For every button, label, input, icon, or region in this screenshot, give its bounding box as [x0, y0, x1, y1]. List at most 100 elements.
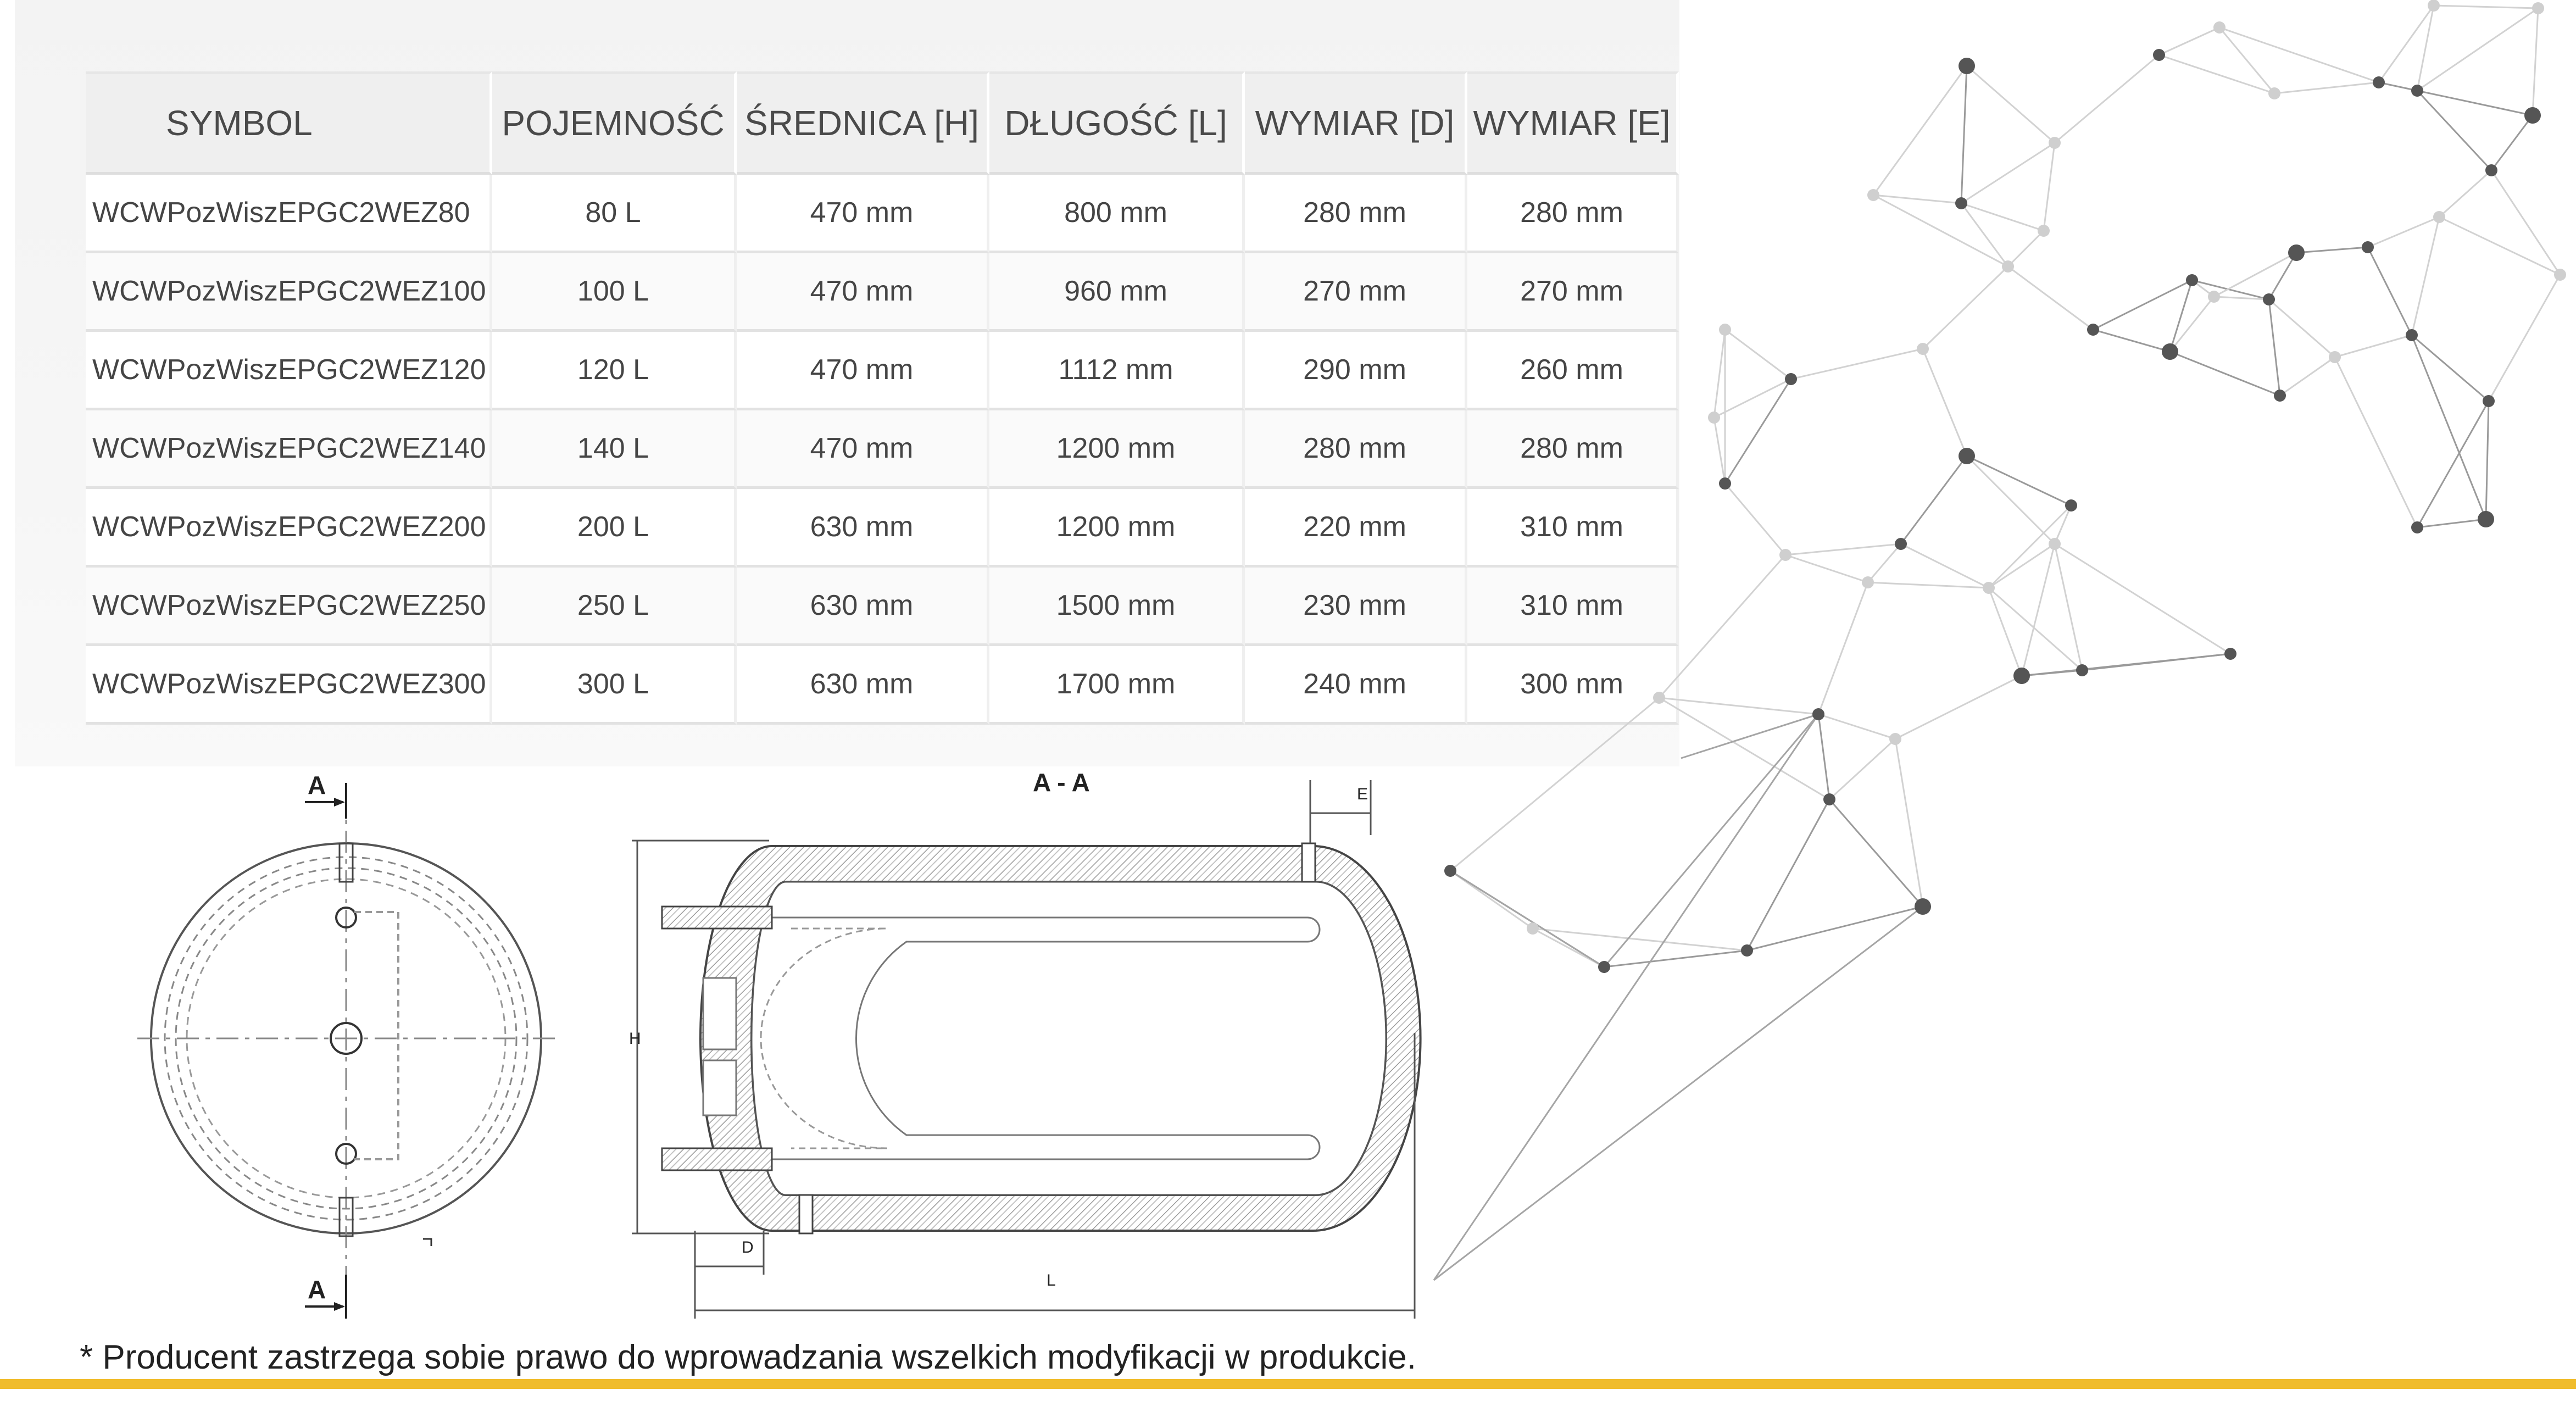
network-link — [2490, 115, 2534, 171]
network-link — [1872, 65, 1968, 196]
network-node — [2478, 511, 2494, 527]
network-node — [1598, 961, 1610, 973]
network-node — [2411, 521, 2423, 533]
cell-length: 800 mm — [989, 175, 1245, 253]
network-link — [2274, 81, 2379, 94]
network-link — [2213, 296, 2269, 301]
network-link — [2334, 334, 2412, 358]
network-link — [1658, 554, 1787, 698]
network-node — [2186, 274, 2198, 286]
network-link — [1988, 587, 2083, 671]
network-node — [2049, 538, 2061, 550]
network-link — [2433, 4, 2539, 9]
network-link — [2007, 265, 2094, 331]
network-link — [2043, 142, 2056, 231]
network-link — [2411, 334, 2489, 402]
network-link — [1966, 455, 2072, 507]
network-link — [2411, 216, 2440, 336]
network-link — [2158, 54, 2275, 94]
section-label-top: A — [308, 771, 326, 799]
network-node — [2373, 76, 2385, 88]
network-node — [1983, 582, 1995, 594]
network-link — [2417, 518, 2486, 529]
dimension-label-h: H — [629, 1030, 641, 1048]
network-node — [2076, 664, 2088, 676]
network-link — [2416, 90, 2492, 171]
network-node — [1959, 58, 1975, 74]
dimension-lines — [632, 780, 1416, 1319]
network-link — [2218, 27, 2275, 94]
network-link — [2169, 351, 2280, 397]
network-link — [2378, 5, 2435, 83]
network-link — [1988, 587, 2023, 676]
network-node — [2428, 0, 2440, 12]
network-node — [1959, 448, 1975, 464]
network-link — [1532, 927, 1605, 968]
network-link — [2485, 401, 2490, 520]
cell-capacity: 120 L — [492, 332, 737, 410]
cell-dimension-e: 280 mm — [1467, 175, 1679, 253]
cell-length: 1200 mm — [989, 489, 1245, 568]
network-link — [1817, 714, 1831, 800]
network-link — [2532, 8, 2539, 116]
cell-capacity: 100 L — [492, 253, 737, 332]
cell-diameter: 630 mm — [737, 646, 989, 725]
network-link — [1960, 65, 1968, 204]
network-link — [2488, 274, 2561, 402]
network-node — [1812, 708, 1824, 720]
cell-diameter: 630 mm — [737, 568, 989, 646]
cell-dimension-e: 310 mm — [1467, 568, 1679, 646]
network-link — [1450, 697, 1660, 872]
network-link — [1746, 799, 1831, 951]
cell-dimension-e: 300 mm — [1467, 646, 1679, 725]
network-link — [1922, 265, 2009, 350]
network-node — [2049, 137, 2061, 149]
network-link — [1817, 582, 1869, 715]
network-link — [1713, 329, 1726, 418]
network-node — [1719, 324, 1731, 336]
cell-symbol: WCWPozWiszEPGC2WEZ200 — [86, 489, 492, 568]
network-link — [2417, 90, 2533, 116]
network-link — [2054, 543, 2083, 671]
network-link — [1961, 142, 2055, 204]
cell-diameter: 470 mm — [737, 175, 989, 253]
cell-capacity: 80 L — [492, 175, 737, 253]
header-dimension-e: WYMIAR [E] — [1467, 71, 1679, 175]
network-link — [2054, 543, 2231, 655]
dimension-label-l: L — [1047, 1271, 1056, 1289]
cell-symbol: WCWPozWiszEPGC2WEZ120 — [86, 332, 492, 410]
cell-length: 1700 mm — [989, 646, 1245, 725]
network-node — [1719, 477, 1731, 490]
header-capacity: POJEMNOŚĆ — [492, 71, 737, 175]
network-link — [2169, 280, 2193, 352]
header-diameter: ŚREDNICA [H] — [737, 71, 989, 175]
network-link — [1988, 504, 2072, 589]
cell-diameter: 470 mm — [737, 410, 989, 489]
cell-symbol: WCWPozWiszEPGC2WEZ300 — [86, 646, 492, 725]
cell-capacity: 140 L — [492, 410, 737, 489]
cell-capacity: 250 L — [492, 568, 737, 646]
network-node — [2274, 390, 2286, 402]
cell-dimension-e: 280 mm — [1467, 410, 1679, 489]
network-link — [1895, 675, 2022, 740]
network-link — [1433, 714, 1820, 1281]
network-link — [1988, 543, 2055, 589]
network-link — [2021, 653, 2231, 677]
network-node — [2485, 164, 2497, 176]
network-link — [2054, 505, 2072, 544]
network-link — [1713, 417, 1726, 484]
network-link — [2268, 298, 2335, 358]
network-link — [1894, 738, 1924, 907]
network-link — [2093, 279, 2193, 331]
network-link — [1433, 905, 1923, 1281]
cell-dimension-e: 270 mm — [1467, 253, 1679, 332]
cell-dimension-d: 220 mm — [1245, 489, 1467, 568]
network-node — [1917, 343, 1929, 355]
network-node — [2087, 324, 2099, 336]
network-link — [1659, 697, 1819, 715]
network-node — [1889, 733, 1901, 745]
cell-dimension-e: 310 mm — [1467, 489, 1679, 568]
